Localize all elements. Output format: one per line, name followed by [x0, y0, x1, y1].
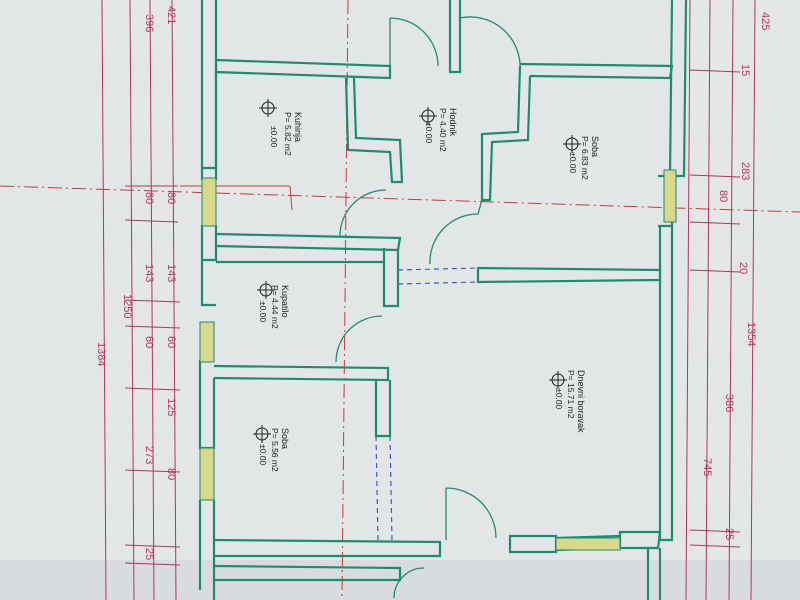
dim-left-chain-5: 273	[143, 446, 155, 464]
dim-right-chain-1: 15	[739, 64, 751, 76]
room-area: P= 4.40 m2	[438, 108, 448, 152]
dim-left-chain-1: 80	[143, 192, 155, 204]
room-area: P= 6.83 m2	[580, 136, 590, 180]
dim-right-outer-top: 425	[759, 12, 771, 30]
dim-right-chain-5: 386	[723, 394, 735, 412]
dim-right-outer-total: 1354	[745, 322, 757, 346]
dim-left-chain-6: 80	[165, 468, 177, 480]
dim-left-chain-4: 125	[165, 398, 177, 416]
dim-left-inner-top: 396	[143, 14, 155, 32]
right-dimension-texts: 425 15 283 80 20 1354 386 745 25	[701, 12, 771, 540]
room-name: Hodnik	[448, 108, 458, 137]
room-level: ±0.00	[424, 122, 434, 143]
room-name: Soba	[280, 428, 290, 449]
dim-left-chain-2: 143	[143, 264, 155, 282]
dim-left-outer-chain-1: 80	[165, 192, 177, 204]
dim-right-outer-bottom: 745	[701, 458, 713, 476]
room-level: ±0.00	[258, 444, 268, 465]
dim-left-chain-3: 60	[143, 336, 155, 348]
room-area: P= 5.56 m2	[270, 428, 280, 472]
dim-left-outer-total: 1384	[95, 342, 107, 366]
level-markers	[253, 99, 581, 443]
left-dimension-lines	[101, 0, 181, 600]
room-area: P= 15.71 m2	[566, 370, 576, 419]
windows	[199, 169, 677, 551]
dim-right-chain-2: 283	[739, 162, 751, 180]
dashed-openings	[375, 267, 479, 541]
dim-left-chain-7: 25	[143, 548, 155, 560]
room-name: Soba	[590, 136, 600, 157]
room-label-dnevni-boravak: Dnevni boravak P= 15.71 m2 ±0.00	[554, 370, 586, 433]
room-label-soba-bottom: Soba P= 5.56 m2 ±0.00	[258, 428, 290, 472]
room-label-hodnik: Hodnik P= 4.40 m2 ±0.00	[424, 108, 458, 152]
room-label-kupatilo: Kupatilo P= 4.44 m2 ±0.00	[258, 285, 290, 329]
dim-left-outer-top: 421	[165, 6, 177, 24]
room-area: P= 5.82 m2	[283, 112, 293, 156]
room-label-kuhinja: Kuhinja P= 5.82 m2 ±0.00	[269, 112, 303, 156]
room-level: ±0.00	[554, 388, 564, 409]
dim-left-outer-chain-3: 60	[165, 336, 177, 348]
dim-right-chain-4: 20	[737, 262, 749, 274]
room-level: ±0.00	[568, 152, 578, 173]
left-dimension-texts: 421 396 80 80 143 143 1250 60 60 1384 12…	[95, 6, 177, 560]
right-dimension-lines	[685, 0, 756, 600]
dim-right-chain-6: 25	[723, 528, 735, 540]
room-level: ±0.00	[258, 301, 268, 322]
room-name: Dnevni boravak	[576, 370, 586, 433]
room-label-soba-top: Soba P= 6.83 m2 ±0.00	[568, 136, 600, 180]
dim-left-outer-chain-2: 143	[165, 264, 177, 282]
door-swings	[335, 16, 521, 599]
room-level: ±0.00	[269, 126, 279, 147]
walls	[198, 0, 688, 600]
room-name: Kupatilo	[280, 285, 290, 318]
room-name: Kuhinja	[293, 112, 303, 142]
room-area: P= 4.44 m2	[270, 285, 280, 329]
dim-left-inner-total: 1250	[121, 294, 133, 318]
dim-right-chain-3: 80	[717, 190, 729, 202]
